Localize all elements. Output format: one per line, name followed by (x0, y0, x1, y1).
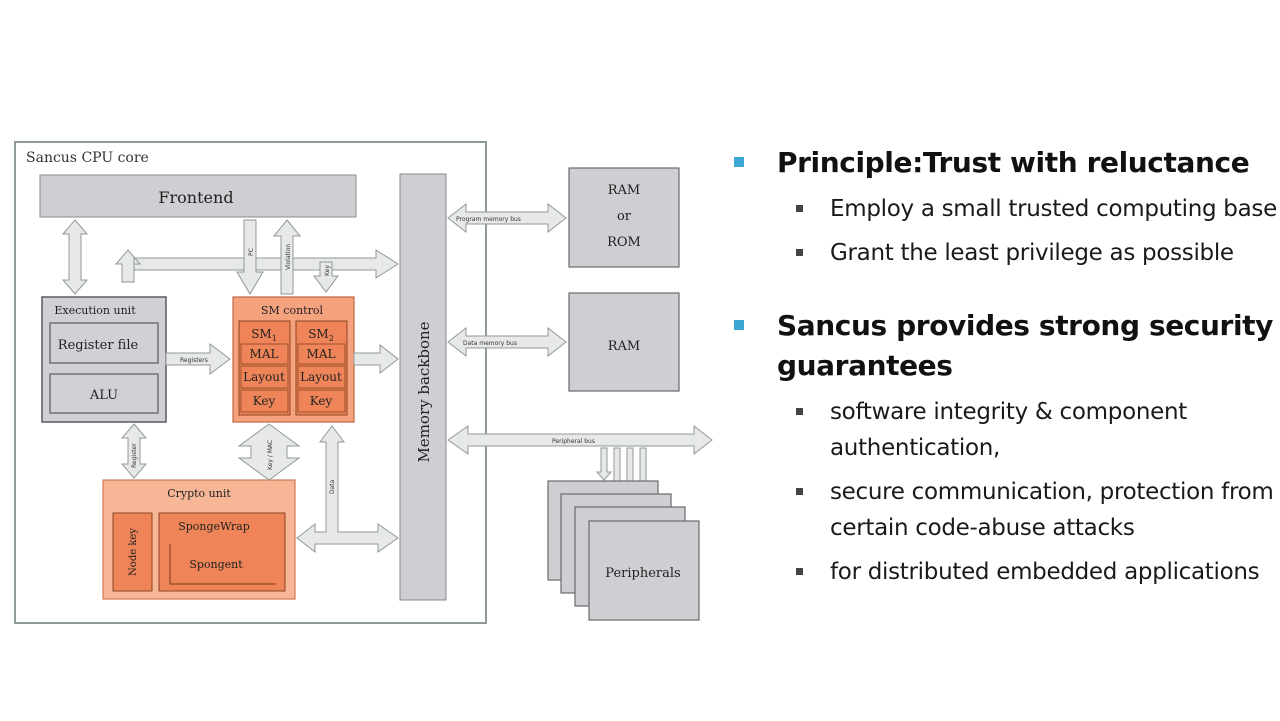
pc-arrow-label: PC (248, 248, 255, 256)
bullet-list: Principle:Trust with reluctance Employ a… (732, 143, 1277, 590)
violation-arrow (272, 219, 302, 295)
registers-arrow (165, 343, 231, 375)
principle-item-1: Employ a small trusted computing base (732, 191, 1277, 227)
sm2-mal-label: MAL (307, 347, 336, 361)
sm1-key-label: Key (253, 394, 276, 408)
spongent-label: Spongent (189, 558, 243, 571)
registers-arrow-label: Registers (180, 357, 208, 364)
ram-rom-block (568, 167, 680, 268)
sm1-layout-label: Layout (243, 370, 285, 384)
alu-label: ALU (89, 388, 118, 403)
pc-arrow (236, 219, 264, 295)
principle-bullet: Principle:Trust with reluctance (732, 143, 1277, 183)
node-key-label: Node key (128, 528, 139, 576)
peripherals-label: Peripherals (605, 566, 680, 581)
cpu-core-label: Sancus CPU core (26, 150, 149, 166)
guarantees-bullet: Sancus provides strong security guarante… (732, 306, 1277, 386)
spongewrap-block (158, 512, 286, 592)
principle-title: Principle:Trust with reluctance (777, 146, 1250, 179)
register-file-block (49, 322, 159, 364)
data-memory-bus-label: Data memory bus (463, 340, 517, 347)
peripheral-drop-1 (595, 447, 613, 481)
principle-item-2-text: Grant the least privilege as possible (830, 240, 1234, 266)
alu-block (49, 373, 159, 414)
execution-unit-label: Execution unit (54, 304, 136, 317)
ram-label: RAM (608, 339, 641, 354)
spongent-bracket (169, 544, 276, 585)
frontend-label: Frontend (158, 188, 233, 207)
memory-backbone-block (399, 173, 447, 601)
execution-crypto-arrow (120, 423, 148, 479)
register-arrow-label: Register (131, 443, 138, 468)
sm1-label: SM1 (251, 327, 277, 343)
key-arrow (313, 261, 339, 293)
sm-to-backbone-arrow (353, 343, 399, 375)
guarantees-item-2-text: secure communication, protection from ce… (830, 479, 1274, 541)
spongewrap-label: SpongeWrap (178, 520, 250, 533)
guarantees-item-3-text: for distributed embedded applications (830, 559, 1260, 585)
principle-item-1-text: Employ a small trusted computing base (830, 196, 1277, 222)
node-key-block (112, 512, 153, 592)
peripheral-bus-arrow (447, 424, 713, 456)
violation-arrow-label: Violation (285, 244, 292, 270)
sm2-label: SM2 (308, 327, 334, 343)
bullet-square-icon (734, 157, 744, 167)
memory-backbone-label: Memory backbone (415, 321, 433, 462)
sm2-mal-cell (297, 343, 346, 365)
guarantees-item-1: software integrity & component authentic… (732, 394, 1277, 466)
sm2-layout-cell (297, 365, 346, 389)
sub-bullet-icon (796, 205, 803, 212)
bullet-square-icon (734, 320, 744, 330)
frontend-execution-arrow (61, 219, 89, 295)
key-arrow-label: Key (324, 265, 331, 276)
key-mac-arrow-label: Key / MAC (267, 440, 274, 470)
sub-bullet-icon (796, 249, 803, 256)
sm1-layout-cell (240, 365, 289, 389)
sm2-key-cell (297, 389, 346, 413)
ram-block (568, 292, 680, 392)
guarantees-item-2: secure communication, protection from ce… (732, 474, 1277, 546)
data-memory-bus-arrow (447, 326, 567, 358)
sm1-mal-cell (240, 343, 289, 365)
principle-item-2: Grant the least privilege as possible (732, 235, 1277, 271)
guarantees-title: Sancus provides strong security guarante… (777, 309, 1273, 382)
register-bus-arrow (114, 249, 399, 283)
sm-control-label: SM control (261, 304, 323, 317)
program-memory-bus-label: Program memory bus (456, 216, 521, 223)
sm2-key-label: Key (310, 394, 333, 408)
sm-crypto-arrow (237, 423, 301, 481)
guarantees-item-1-text: software integrity & component authentic… (830, 399, 1187, 461)
crypto-backbone-arrow (296, 425, 399, 554)
data-arrow-label: Data (329, 479, 336, 494)
sancus-architecture-diagram: Sancus CPU core Frontend Memory backbone… (14, 141, 713, 624)
register-file-label: Register file (58, 338, 139, 353)
guarantees-item-3: for distributed embedded applications (732, 554, 1277, 590)
sub-bullet-icon (796, 568, 803, 575)
peripheral-bus-label: Peripheral bus (552, 438, 595, 445)
crypto-unit-label: Crypto unit (167, 487, 231, 500)
ram-rom-label-line1: RAM (608, 183, 641, 198)
sm2-layout-label: Layout (300, 370, 342, 384)
program-memory-bus-arrow (447, 202, 567, 234)
sub-bullet-icon (796, 488, 803, 495)
peripheral-card-1 (588, 520, 700, 621)
sub-bullet-icon (796, 408, 803, 415)
sm1-key-cell (240, 389, 289, 413)
frontend-block (39, 174, 357, 218)
sm1-mal-label: MAL (250, 347, 279, 361)
ram-rom-label-line3: ROM (607, 235, 641, 250)
ram-rom-label-line2: or (617, 209, 632, 224)
